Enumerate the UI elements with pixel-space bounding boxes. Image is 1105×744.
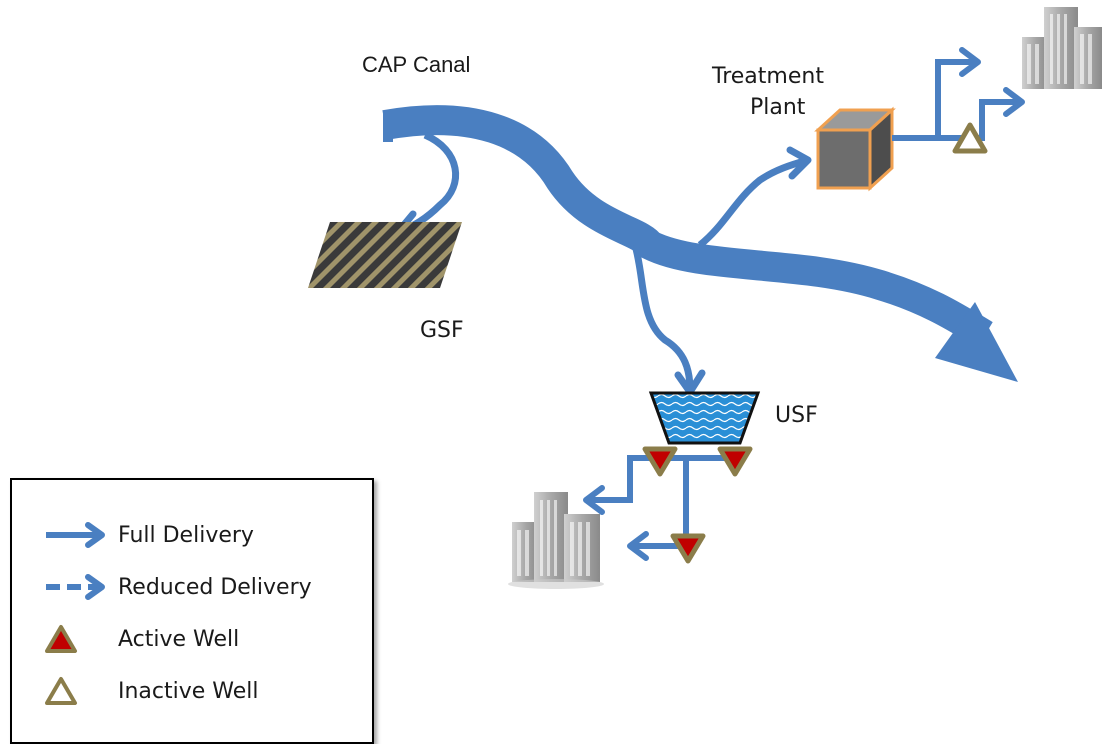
cap-canal-label: CAP Canal [362, 52, 471, 77]
usf-facility [648, 391, 761, 445]
active-well-marker [670, 533, 706, 564]
legend-item-inactive-well: Inactive Well [12, 674, 372, 708]
legend-label: Inactive Well [118, 679, 259, 704]
treatment-plant-label-line1: Treatment [712, 64, 824, 89]
legend-label: Active Well [118, 627, 240, 652]
legend-item-full-delivery: Full Delivery [12, 518, 372, 552]
reduced-delivery-arrow-icon [46, 574, 105, 600]
city-buildings-icon [508, 492, 604, 589]
city-buildings-icon [1022, 7, 1102, 89]
legend-label: Full Delivery [118, 523, 254, 548]
active-well-marker [717, 446, 753, 477]
full-delivery-arrow-icon [46, 522, 105, 548]
gsf-label: GSF [420, 318, 464, 343]
active-well-marker [642, 446, 678, 477]
inactive-well-icon [45, 677, 77, 705]
canal-main-flow [382, 105, 1018, 382]
treatment-plant-label-line2: Plant [750, 95, 806, 120]
flow-to-treatment-plant [697, 146, 812, 248]
treatment-plant-outflow [892, 47, 1025, 141]
legend: Full Delivery Reduced Delivery Active We… [10, 478, 374, 744]
usf-label: USF [775, 403, 818, 428]
legend-item-reduced-delivery: Reduced Delivery [12, 570, 372, 604]
legend-label: Reduced Delivery [118, 575, 312, 600]
treatment-plant-icon [814, 106, 896, 192]
inactive-well-marker [952, 122, 988, 154]
active-well-icon [45, 625, 77, 653]
legend-item-active-well: Active Well [12, 622, 372, 656]
gsf-facility [308, 222, 462, 288]
